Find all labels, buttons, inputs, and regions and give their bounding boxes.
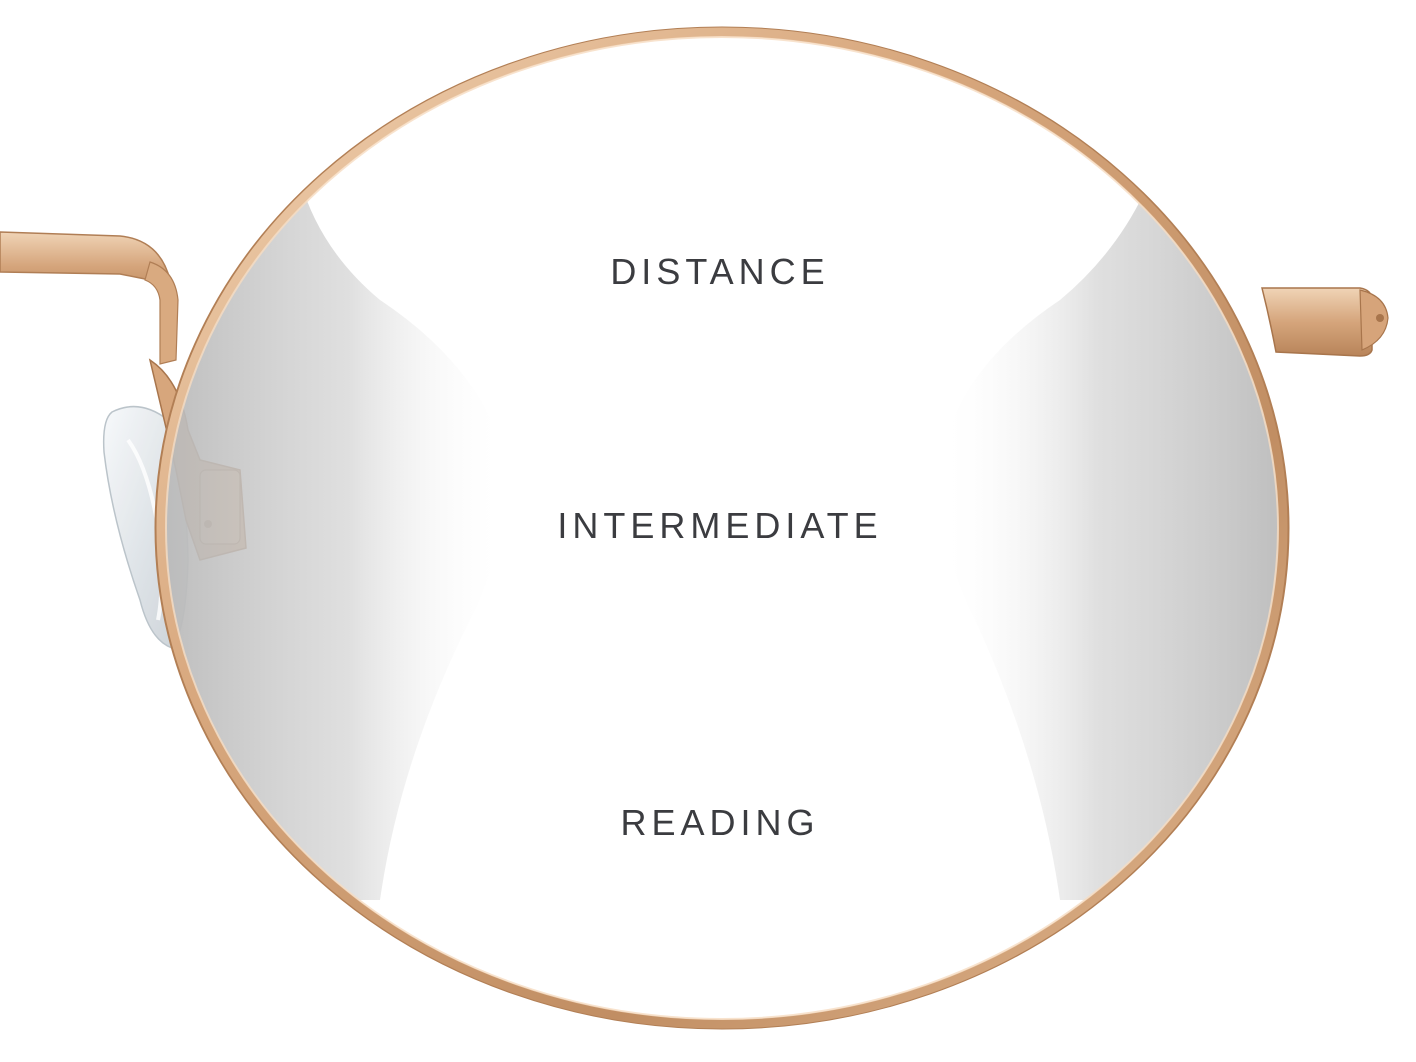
intermediate-zone-label: INTERMEDIATE xyxy=(557,505,883,546)
reading-zone-label: READING xyxy=(620,802,820,843)
right-temple-arm xyxy=(1261,287,1389,357)
left-blur-zone xyxy=(164,180,506,900)
right-blur-zone xyxy=(939,180,1280,900)
distance-zone-label: DISTANCE xyxy=(610,251,830,292)
left-temple-arm xyxy=(0,231,179,365)
peripheral-blur-zones xyxy=(164,180,1280,900)
round-frame xyxy=(154,26,1290,1030)
